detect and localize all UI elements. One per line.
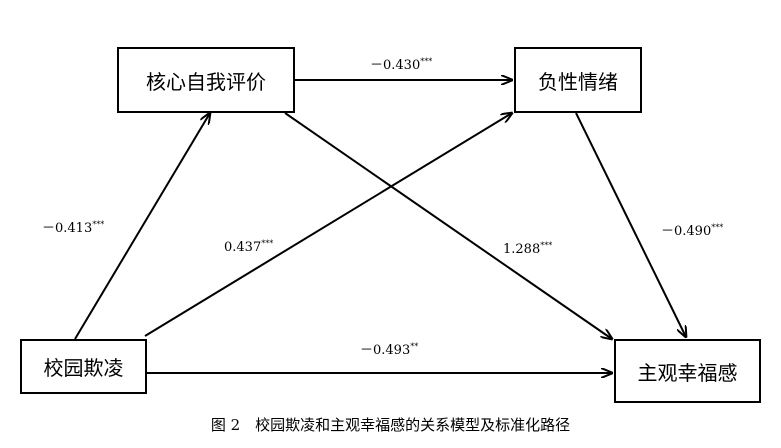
coef-bullying-to-wellbeing-value: －0.493: [360, 343, 411, 358]
figure-caption: 图 2 校园欺凌和主观幸福感的关系模型及标准化路径: [210, 416, 571, 434]
arrow-bullying-to-self: [74, 113, 210, 340]
node-negative-emotion-label: 负性情绪: [538, 69, 618, 94]
coef-bullying-to-self: －0.413***: [42, 220, 105, 236]
coef-bullying-to-negative: 0.437***: [224, 239, 274, 255]
node-bullying-label: 校园欺凌: [43, 356, 124, 380]
coef-self-to-negative-stars: ***: [420, 57, 433, 66]
coef-self-to-negative-value: －0.430: [370, 58, 421, 73]
node-wellbeing: 主观幸福感: [614, 339, 761, 403]
coef-bullying-to-wellbeing: －0.493**: [360, 342, 419, 358]
coef-bullying-to-self-value: －0.413: [42, 221, 93, 236]
arrow-bullying-to-negative: [144, 113, 512, 337]
coef-self-to-negative: －0.430***: [370, 57, 433, 73]
coef-negative-to-wellbeing-stars: ***: [711, 223, 724, 232]
coef-bullying-to-negative-value: 0.437: [224, 240, 262, 255]
coef-self-to-wellbeing: 1.288***: [503, 241, 553, 257]
node-wellbeing-label: 主观幸福感: [637, 360, 738, 385]
node-self-evaluation-label: 核心自我评价: [146, 69, 266, 94]
arrow-negative-to-wellbeing: [575, 112, 686, 337]
node-bullying: 校园欺凌: [20, 339, 147, 394]
node-negative-emotion: 负性情绪: [514, 47, 642, 113]
coef-self-to-wellbeing-stars: ***: [540, 241, 553, 250]
coef-negative-to-wellbeing: －0.490***: [661, 223, 724, 239]
coef-bullying-to-self-stars: ***: [92, 220, 105, 229]
coef-negative-to-wellbeing-value: －0.490: [661, 224, 712, 239]
coef-bullying-to-negative-stars: ***: [261, 239, 274, 248]
coef-bullying-to-wellbeing-stars: **: [410, 342, 419, 351]
coef-self-to-wellbeing-value: 1.288: [503, 242, 541, 257]
arrow-self-to-wellbeing: [284, 112, 612, 339]
node-self-evaluation: 核心自我评价: [117, 47, 295, 113]
